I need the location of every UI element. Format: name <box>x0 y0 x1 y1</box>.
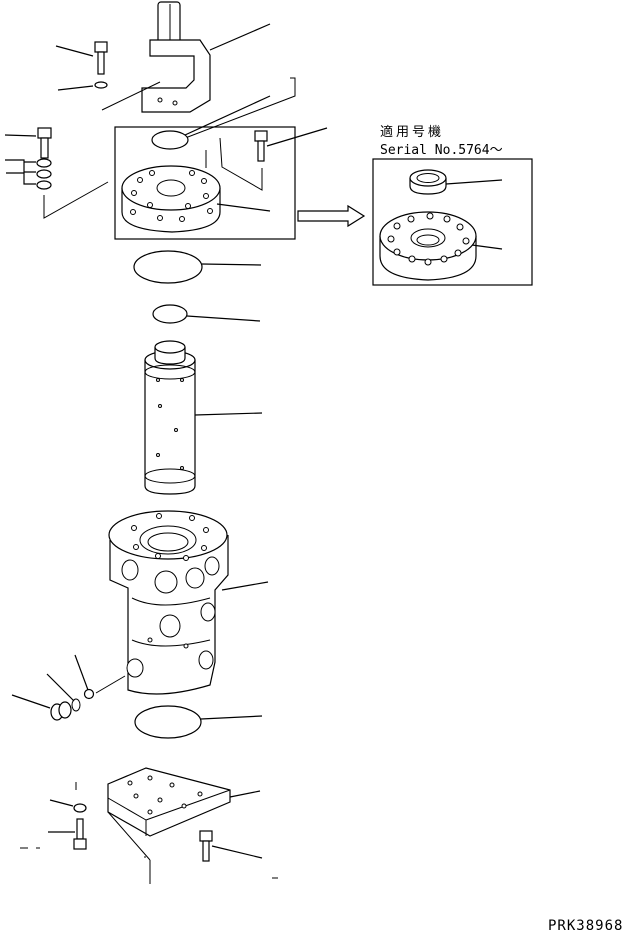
drawing-code: PRK38968 <box>548 918 624 934</box>
cover-washer <box>49 799 87 813</box>
plug <box>11 694 81 721</box>
flange-washers <box>5 158 109 219</box>
plug-o-ring <box>46 654 126 702</box>
bracket-washer <box>57 81 108 91</box>
cover-plate <box>107 767 261 837</box>
rotor-shaft <box>144 340 263 495</box>
flange-bolt <box>4 127 52 159</box>
serial-inset-box <box>372 158 533 286</box>
flange-assembly-box <box>114 95 296 240</box>
o-ring-bottom <box>134 705 263 739</box>
flange <box>121 165 271 233</box>
o-ring-small <box>152 304 261 324</box>
arrow-to-inset <box>297 204 366 228</box>
serial-number-label: Serial No.5764～ <box>380 143 503 158</box>
bracket-bolt <box>55 41 108 75</box>
applicable-serial-heading: 適用号機 <box>380 125 445 140</box>
cover-bolt-right <box>199 830 278 879</box>
cover-bolt-left <box>20 818 87 850</box>
o-ring-large <box>133 250 262 284</box>
box-bolt <box>205 127 328 191</box>
swivel-joint-body <box>108 510 269 695</box>
bracket <box>141 1 271 113</box>
